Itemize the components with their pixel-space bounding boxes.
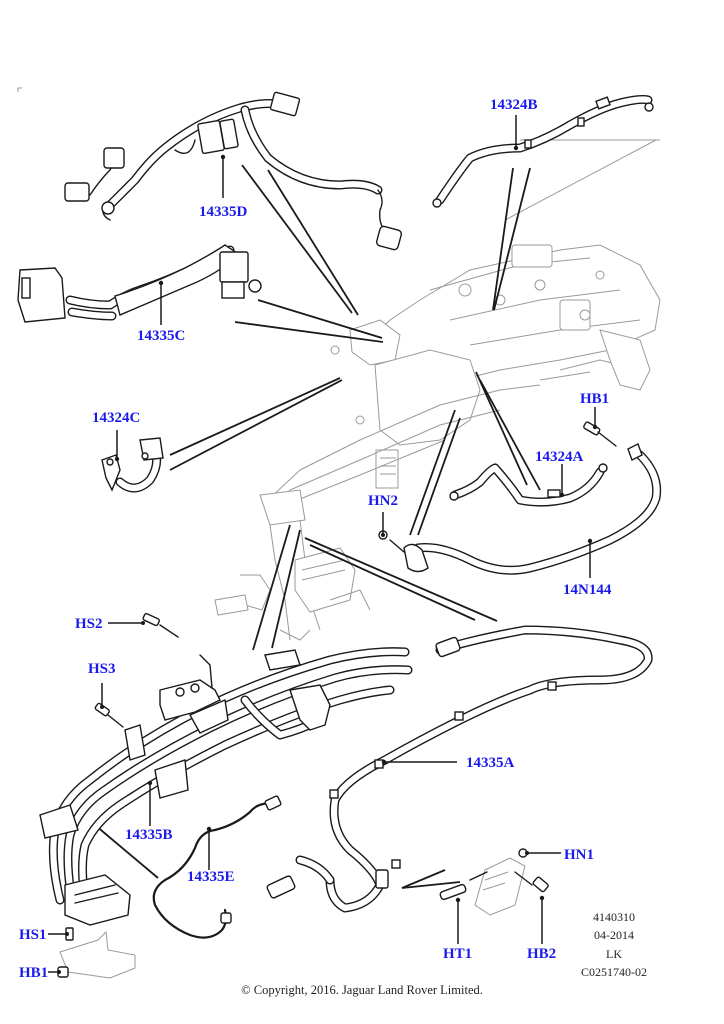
illustration-number: 4140310: [593, 910, 635, 924]
callout-HB1-upper[interactable]: HB1: [580, 391, 610, 407]
callout-14N144[interactable]: 14N144: [563, 582, 612, 598]
copyright-notice: © Copyright, 2016. Jaguar Land Rover Lim…: [241, 983, 483, 997]
callout-lines: [94, 164, 541, 889]
author-code: LK: [606, 947, 622, 961]
callout-HT1[interactable]: HT1: [443, 946, 473, 962]
screw-HS1: [48, 927, 74, 941]
callout-HS1[interactable]: HS1: [19, 927, 47, 943]
callout-HS2[interactable]: HS2: [75, 616, 103, 632]
harness-14335E: [152, 795, 282, 939]
chassis-ghost: [214, 139, 661, 641]
bolt-HB2: [514, 871, 549, 944]
harness-14335A: [266, 625, 653, 913]
harness-14335B: [39, 647, 413, 926]
callout-14335C[interactable]: 14335C: [137, 328, 186, 344]
callout-HN2[interactable]: HN2: [368, 493, 398, 509]
drawing-id: C0251740-02: [581, 965, 647, 979]
bracket-lower: [59, 930, 136, 979]
callout-14335A[interactable]: 14335A: [466, 755, 515, 771]
callout-14324A[interactable]: 14324A: [535, 449, 584, 465]
bolt-HB1-upper: [583, 407, 617, 447]
cable-14324B: [432, 94, 654, 208]
callout-14335E[interactable]: 14335E: [187, 869, 235, 885]
bracket-ghost-right: [469, 857, 526, 916]
cable-14N144: [378, 443, 662, 578]
callout-HS3[interactable]: HS3: [88, 661, 116, 677]
callout-HN1[interactable]: HN1: [564, 847, 594, 863]
callout-14335D[interactable]: 14335D: [199, 204, 248, 220]
callout-HB2[interactable]: HB2: [527, 946, 557, 962]
stud-HT1: [439, 883, 467, 944]
strap-14324C: [101, 430, 164, 493]
callout-HB1-lower[interactable]: HB1: [19, 965, 49, 981]
callout-14324B[interactable]: 14324B: [490, 97, 538, 113]
callout-14324C[interactable]: 14324C: [92, 410, 141, 426]
bolt-HB1-lower: [48, 966, 69, 978]
nut-HN1: [518, 848, 561, 858]
screw-HS2: [108, 612, 179, 638]
callout-14335B[interactable]: 14335B: [125, 827, 173, 843]
cable-14324A: [449, 463, 608, 507]
screw-HS3: [94, 683, 124, 728]
harness-14335D: [64, 91, 403, 251]
registration-mark: [17, 87, 22, 92]
illustration-date: 04-2014: [594, 928, 634, 942]
harness-14335C: [17, 244, 262, 325]
